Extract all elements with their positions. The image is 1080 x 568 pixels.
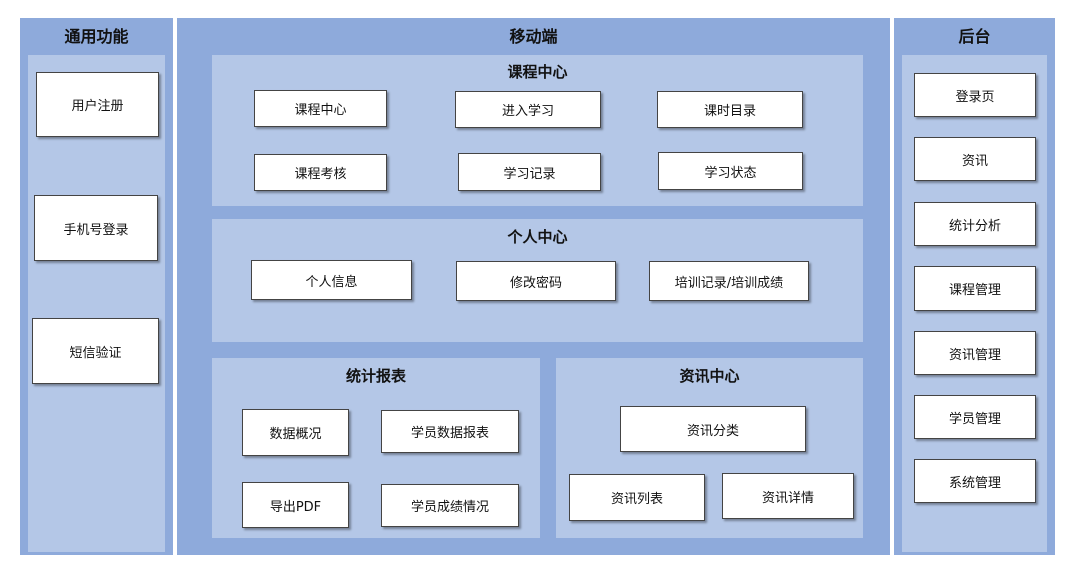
backend-title: 后台 bbox=[958, 27, 991, 46]
stats-item-student-scores: 学员成绩情况 bbox=[381, 484, 519, 527]
personal-item-training-record: 培训记录/培训成绩 bbox=[649, 261, 809, 301]
stats-item-export-pdf: 导出PDF bbox=[242, 482, 349, 528]
course-item-study-record: 学习记录 bbox=[458, 153, 601, 191]
mobile-panel: 移动端 课程中心 课程中心 进入学习 课时目录 课程考核 学习记录 学习状态 个… bbox=[177, 18, 890, 555]
backend-inner: 登录页 资讯 统计分析 课程管理 资讯管理 学员管理 系统管理 bbox=[902, 55, 1047, 552]
course-center-title: 课程中心 bbox=[507, 63, 568, 81]
backend-item-news-mgmt: 资讯管理 bbox=[914, 331, 1036, 375]
stats-item-student-report: 学员数据报表 bbox=[381, 410, 519, 453]
news-item-list: 资讯列表 bbox=[569, 474, 705, 521]
common-title: 通用功能 bbox=[64, 27, 129, 46]
common-inner: 用户注册 手机号登录 短信验证 bbox=[28, 55, 165, 552]
common-panel: 通用功能 用户注册 手机号登录 短信验证 bbox=[20, 18, 173, 555]
news-center-title: 资讯中心 bbox=[679, 367, 740, 385]
common-item-register: 用户注册 bbox=[36, 72, 159, 137]
statistics-section: 统计报表 数据概况 学员数据报表 导出PDF 学员成绩情况 bbox=[212, 358, 540, 538]
course-item-course-center: 课程中心 bbox=[254, 90, 387, 127]
course-item-course-assessment: 课程考核 bbox=[254, 154, 387, 191]
mobile-title: 移动端 bbox=[509, 27, 558, 46]
personal-item-info: 个人信息 bbox=[251, 260, 412, 300]
backend-item-student-mgmt: 学员管理 bbox=[914, 395, 1036, 439]
backend-item-news: 资讯 bbox=[914, 137, 1036, 181]
personal-item-change-password: 修改密码 bbox=[456, 261, 616, 301]
personal-center-section: 个人中心 个人信息 修改密码 培训记录/培训成绩 bbox=[212, 219, 863, 342]
backend-item-course-mgmt: 课程管理 bbox=[914, 266, 1036, 311]
personal-center-title: 个人中心 bbox=[507, 228, 568, 246]
news-item-category: 资讯分类 bbox=[620, 406, 806, 452]
news-item-detail: 资讯详情 bbox=[722, 473, 854, 519]
backend-item-system-mgmt: 系统管理 bbox=[914, 459, 1036, 503]
common-item-sms-verify: 短信验证 bbox=[32, 318, 159, 384]
course-item-enter-study: 进入学习 bbox=[455, 91, 601, 128]
statistics-title: 统计报表 bbox=[345, 367, 406, 385]
course-item-lesson-catalog: 课时目录 bbox=[657, 91, 803, 128]
course-item-study-status: 学习状态 bbox=[658, 152, 803, 190]
news-center-section: 资讯中心 资讯分类 资讯列表 资讯详情 bbox=[556, 358, 863, 538]
backend-item-statistics: 统计分析 bbox=[914, 202, 1036, 246]
backend-panel: 后台 登录页 资讯 统计分析 课程管理 资讯管理 学员管理 系统管理 bbox=[894, 18, 1055, 555]
common-item-phone-login: 手机号登录 bbox=[34, 195, 158, 261]
backend-item-login-page: 登录页 bbox=[914, 73, 1036, 117]
stats-item-data-overview: 数据概况 bbox=[242, 409, 349, 456]
course-center-section: 课程中心 课程中心 进入学习 课时目录 课程考核 学习记录 学习状态 bbox=[212, 55, 863, 206]
